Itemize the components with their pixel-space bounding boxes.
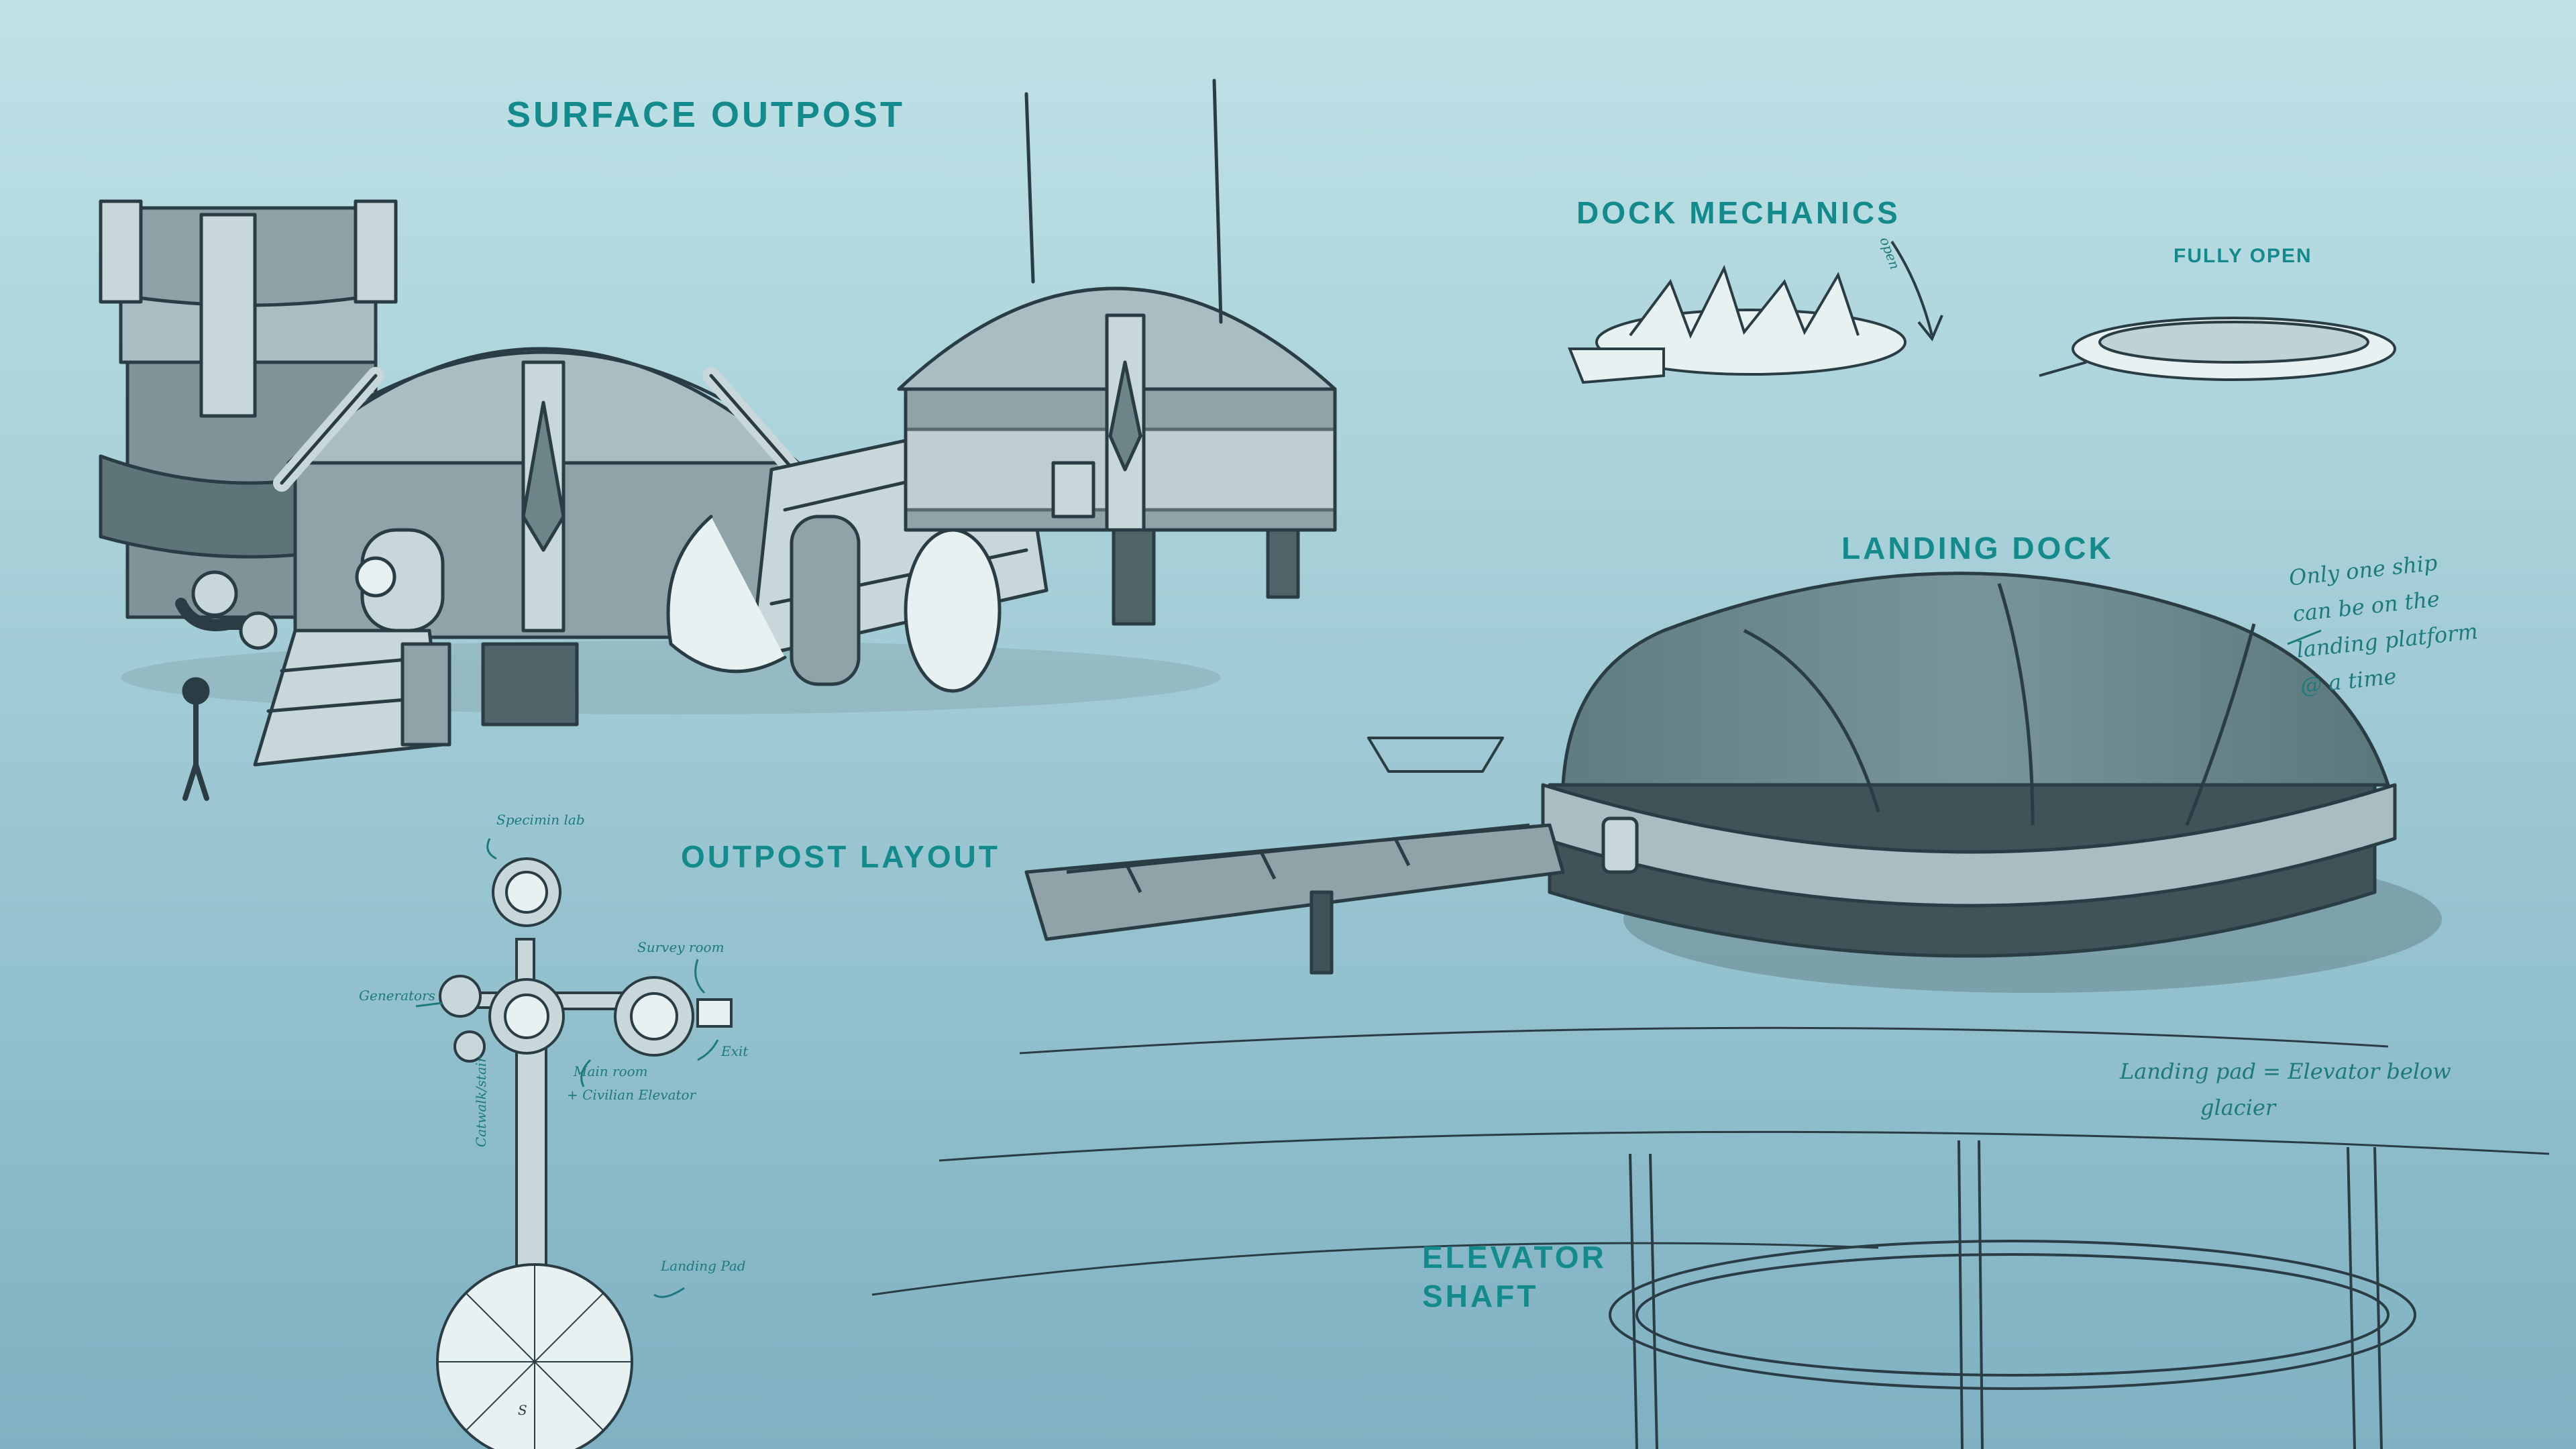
map-label-main-room: Main room (574, 1063, 648, 1079)
outpost-layout-label: OUTPOST LAYOUT (681, 839, 1000, 874)
map-label-civilian-elevator: + Civilian Elevator (567, 1087, 696, 1103)
dock-mechanics-sketch (1568, 240, 2396, 384)
surface-outpost-sketch (99, 78, 1337, 801)
right-dome-building (897, 78, 1337, 626)
outpost-layout-map (436, 857, 733, 1449)
map-label-survey-room: Survey room (637, 939, 724, 955)
landing-dock-sketch (1019, 572, 2442, 1055)
surface-outpost-label: SURFACE OUTPOST (506, 95, 906, 135)
landing-dock-label: LANDING DOCK (1841, 531, 2114, 566)
connector-tube (666, 414, 1049, 693)
elevator-shaft-label: ELEVATOR SHAFT (1422, 1238, 1607, 1316)
map-label-south: S (518, 1402, 527, 1418)
map-label-exit: Exit (721, 1043, 749, 1059)
map-label-generators: Generators (359, 987, 435, 1004)
map-label-specimen-lab: Specimin lab (496, 812, 585, 828)
pad-note-line: Landing pad = Elevator below (2120, 1059, 2451, 1084)
map-label-landing-pad: Landing Pad (661, 1258, 746, 1274)
elevator-shaft-sketch (871, 1130, 2550, 1449)
entry-stairs (253, 629, 451, 767)
elevator-label-line2: SHAFT (1422, 1279, 1539, 1313)
pad-note: Landing pad = Elevator below glacier (2120, 1053, 2451, 1126)
ship-note: Only one ship can be on the landing plat… (2287, 541, 2483, 704)
map-label-catwalk: Catwalk/stair (473, 1056, 489, 1147)
human-scale-figure (182, 677, 210, 801)
dock-mechanics-label: DOCK MECHANICS (1576, 195, 1900, 230)
fully-open-label: FULLY OPEN (2174, 245, 2312, 267)
pad-note-line: glacier (2200, 1095, 2276, 1120)
elevator-label-line1: ELEVATOR (1422, 1240, 1607, 1275)
annotation-arrows (415, 629, 2322, 1298)
